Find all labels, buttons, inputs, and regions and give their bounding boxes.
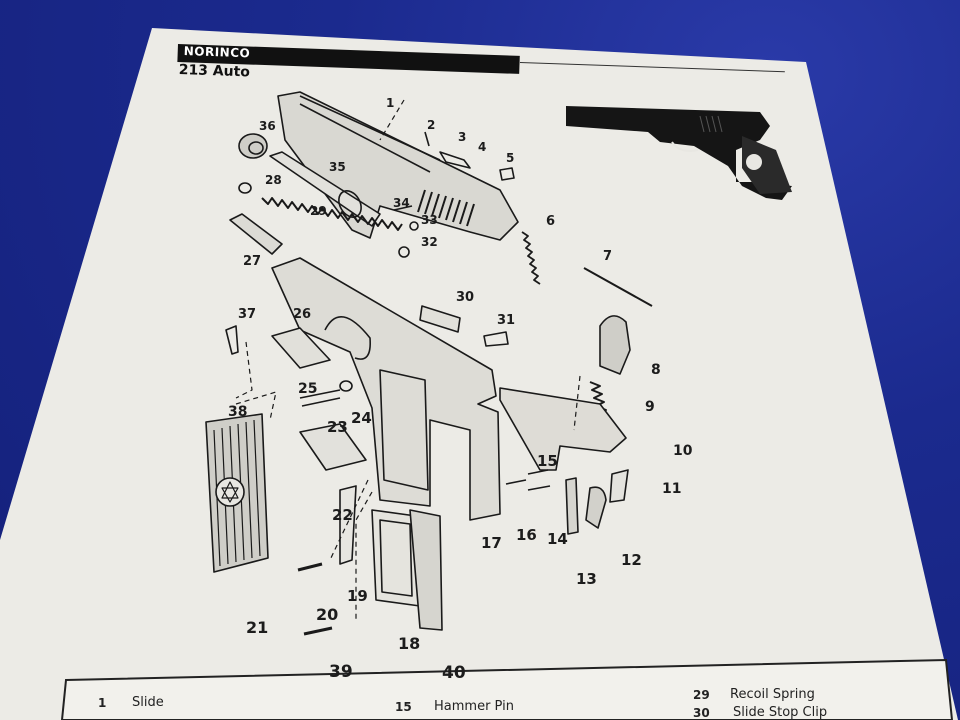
legend-label: Slide Stop Clip [733, 705, 828, 720]
part-callout-26: 26 [293, 307, 312, 322]
legend-label: Recoil Spring [730, 687, 815, 702]
part-callout-23: 23 [327, 418, 348, 436]
part-callout-13: 13 [576, 570, 597, 588]
part-callout-10: 10 [673, 443, 693, 459]
part-callout-6: 6 [546, 214, 556, 229]
part-callout-36: 36 [259, 119, 276, 133]
legend-number: 15 [395, 700, 412, 714]
part-callout-30: 30 [456, 290, 475, 305]
part-callout-5: 5 [506, 151, 515, 165]
part-callout-24: 24 [351, 409, 372, 427]
part-callout-9: 9 [645, 399, 655, 415]
part-callout-21: 21 [246, 618, 269, 637]
part-callout-40: 40 [442, 663, 466, 683]
parts-legend-box [60, 658, 954, 720]
part-callout-35: 35 [329, 160, 346, 174]
part-callout-31: 31 [497, 313, 516, 328]
part-callout-1: 1 [386, 96, 395, 110]
part-callout-11: 11 [662, 481, 682, 497]
part-callout-20: 20 [316, 605, 339, 624]
part-callout-22: 22 [332, 506, 353, 524]
part-callout-28: 28 [265, 173, 282, 187]
legend-number: 29 [693, 688, 710, 702]
part-callout-37: 37 [238, 307, 257, 322]
part-callout-34: 34 [393, 196, 410, 210]
part-callout-18: 18 [398, 634, 421, 653]
part-callout-38: 38 [228, 404, 248, 420]
part-callout-33: 33 [421, 213, 438, 227]
part-callout-16: 16 [516, 526, 537, 544]
legend-label: Slide [132, 695, 164, 710]
legend-label: Hammer Pin [434, 699, 514, 714]
part-callout-8: 8 [651, 362, 661, 378]
part-callout-2: 2 [427, 118, 436, 132]
part-callout-39: 39 [329, 662, 353, 682]
legend-number: 1 [98, 696, 107, 710]
part-callout-3: 3 [458, 130, 467, 144]
pistol-illustration [566, 106, 792, 200]
part-callout-25: 25 [298, 381, 318, 397]
part-callout-12: 12 [621, 551, 642, 569]
legend-number: 30 [693, 706, 710, 720]
part-callout-4: 4 [478, 140, 487, 154]
part-callout-27: 27 [243, 254, 262, 269]
part-callout-15: 15 [537, 452, 558, 470]
part-callout-32: 32 [421, 235, 438, 249]
part-callout-7: 7 [603, 249, 613, 264]
part-callout-29: 29 [310, 204, 327, 218]
part-callout-14: 14 [547, 530, 568, 548]
part-callout-19: 19 [347, 587, 368, 605]
part-callout-17: 17 [481, 534, 502, 552]
